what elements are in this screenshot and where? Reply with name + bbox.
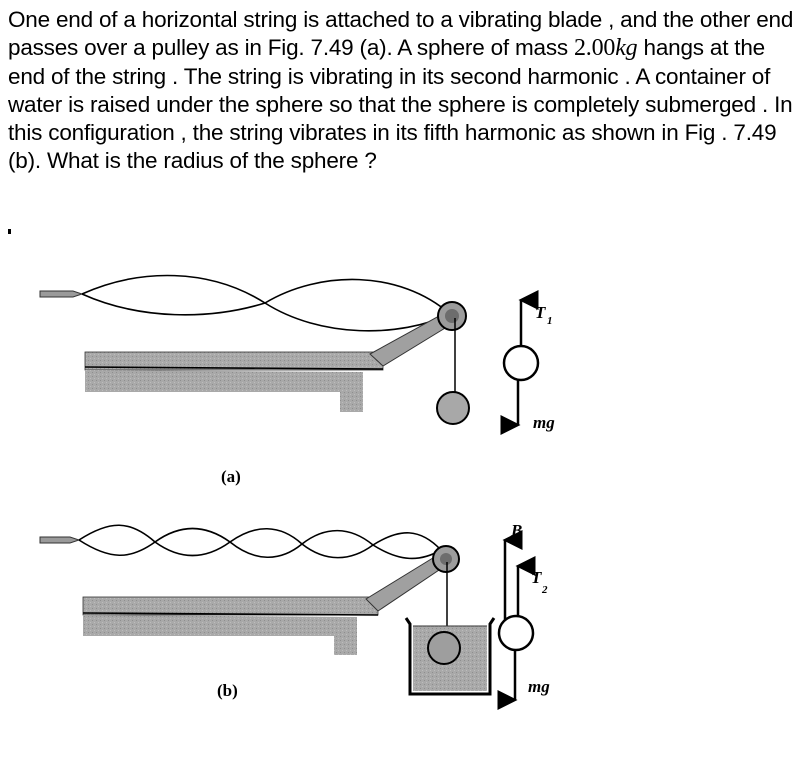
- stray-dot: [8, 229, 11, 234]
- vibrating-blade: [39, 290, 84, 298]
- table-a: [84, 351, 384, 412]
- fbd-sphere-a: [502, 344, 540, 382]
- table-b: [82, 596, 379, 655]
- free-body-diagram-b: B T 2 mg: [497, 521, 550, 710]
- pulley-b: [432, 545, 460, 573]
- tension-subscript-b: 2: [541, 584, 548, 596]
- mass-value: 2.00kg: [574, 35, 638, 62]
- free-body-diagram-a: T 1 mg: [500, 290, 555, 435]
- figure-a: T 1 mg (a): [39, 274, 555, 486]
- tension-label-a: T: [535, 303, 546, 322]
- vibrating-blade-b: [39, 536, 81, 544]
- question-text-part1: One end of a horizontal string is attach…: [8, 7, 794, 61]
- weight-label-a: mg: [533, 413, 555, 432]
- question-text: One end of a horizontal string is attach…: [8, 6, 798, 176]
- hanging-sphere-a: [436, 391, 470, 425]
- caption-b: (b): [217, 681, 238, 700]
- submerged-sphere: [427, 631, 461, 665]
- tension-label-b: T: [531, 568, 542, 587]
- buoyancy-label: B: [510, 521, 522, 540]
- caption-a: (a): [221, 467, 241, 486]
- standing-wave-fifth-harmonic: [78, 524, 442, 560]
- tension-subscript-a: 1: [547, 315, 553, 327]
- fbd-sphere-b: [497, 614, 535, 652]
- standing-wave-second-harmonic: [81, 274, 451, 332]
- question-text-part2: hangs at the end of the string . The str…: [8, 35, 793, 174]
- pulley-a: [437, 301, 467, 331]
- figure-b: B T 2 mg (b): [39, 521, 550, 710]
- weight-label-b: mg: [528, 677, 550, 696]
